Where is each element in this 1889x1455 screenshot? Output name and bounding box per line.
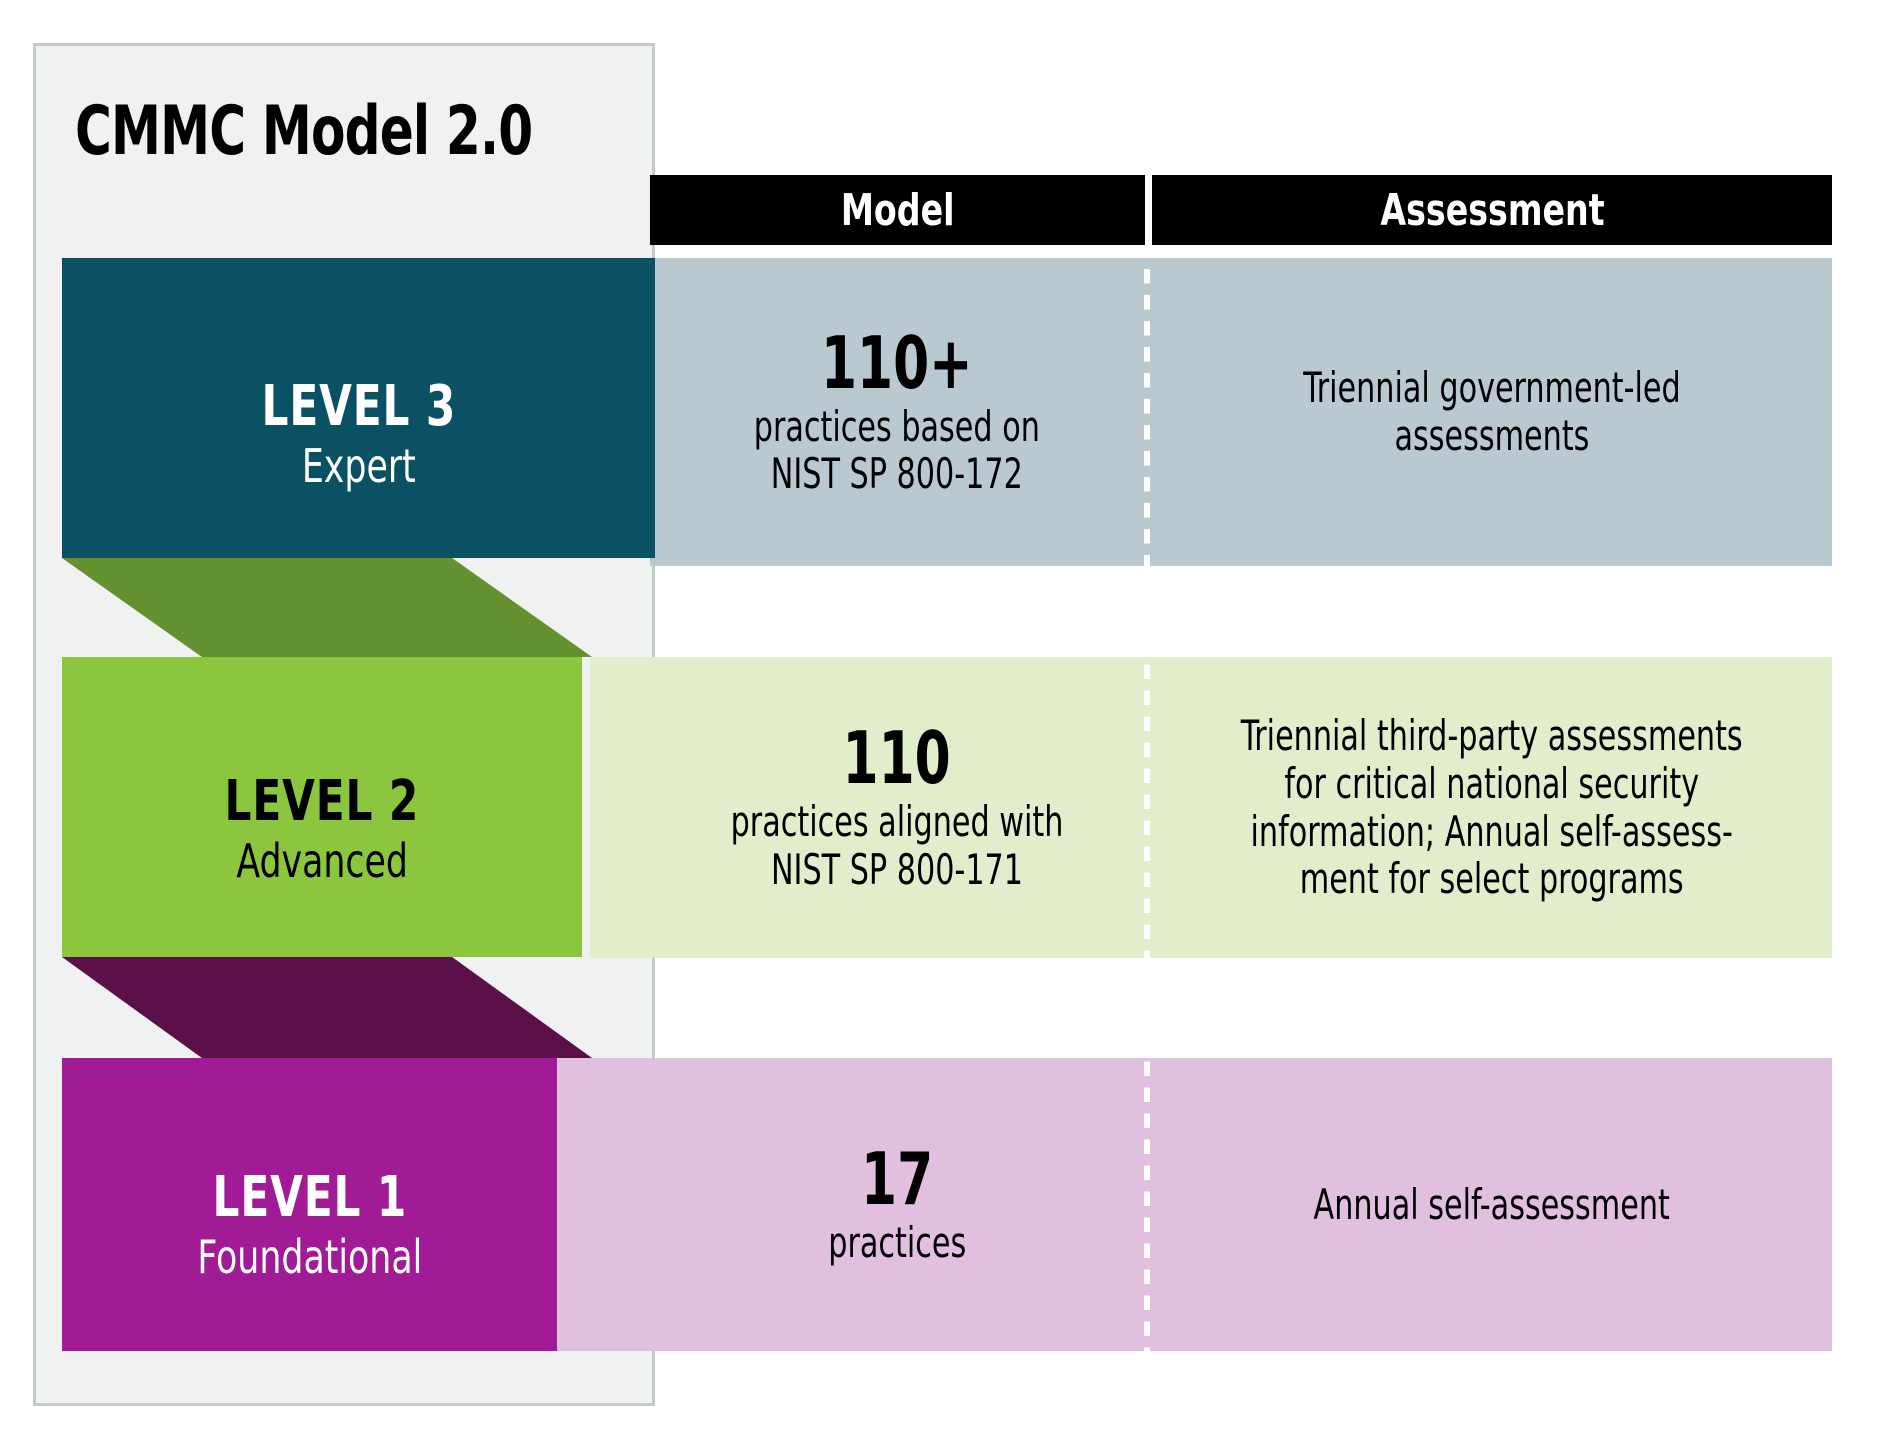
assessment-cell-level-3: Triennial government-led assessments	[1152, 258, 1832, 566]
model-cell-level-1: 17 practices	[650, 1058, 1144, 1351]
column-header-model: Model	[650, 175, 1145, 245]
row-band-level-2	[590, 657, 1832, 958]
assessment-text-level-1: Annual self-assessment	[1313, 1179, 1671, 1229]
level-3-tier: Expert	[301, 439, 416, 494]
column-header-assessment: Assessment	[1152, 175, 1832, 245]
assessment-cell-level-1: Annual self-assessment	[1152, 1058, 1832, 1351]
row-band-level-1	[556, 1058, 1832, 1351]
model-detail-level-3: practices based on NIST SP 800-172	[753, 401, 1041, 498]
level-3-name: LEVEL 3	[261, 374, 456, 440]
assessment-text-level-3: Triennial government-led assessments	[1303, 363, 1681, 460]
column-divider-level-2	[1144, 657, 1150, 958]
model-count-level-1: 17	[860, 1136, 934, 1221]
column-header-model-label: Model	[840, 184, 955, 236]
column-divider-level-1	[1144, 1058, 1150, 1351]
level-bar-level-3[interactable]: LEVEL 3 Expert	[62, 258, 655, 558]
level-2-name: LEVEL 2	[224, 769, 420, 835]
page-title: CMMC Model 2.0	[75, 92, 533, 171]
assessment-text-level-2: Triennial third-party assessments for cr…	[1241, 710, 1743, 904]
model-cell-level-2: 110 practices aligned with NIST SP 800-1…	[650, 657, 1144, 958]
model-detail-level-2: practices aligned with NIST SP 800-171	[730, 797, 1064, 894]
model-count-level-2: 110	[842, 716, 952, 801]
row-band-level-3	[650, 258, 1832, 566]
level-bar-level-1[interactable]: LEVEL 1 Foundational	[62, 1058, 557, 1351]
model-count-level-3: 110+	[821, 320, 973, 405]
level-2-tier: Advanced	[236, 834, 408, 889]
assessment-cell-level-2: Triennial third-party assessments for cr…	[1152, 657, 1832, 958]
level-1-tier: Foundational	[197, 1229, 422, 1284]
column-header-assessment-label: Assessment	[1379, 184, 1605, 236]
model-cell-level-3: 110+ practices based on NIST SP 800-172	[650, 258, 1144, 566]
level-1-name: LEVEL 1	[212, 1164, 407, 1230]
column-divider-level-3	[1144, 258, 1150, 566]
model-detail-level-1: practices	[827, 1217, 966, 1267]
level-bar-level-2[interactable]: LEVEL 2 Advanced	[62, 657, 582, 957]
